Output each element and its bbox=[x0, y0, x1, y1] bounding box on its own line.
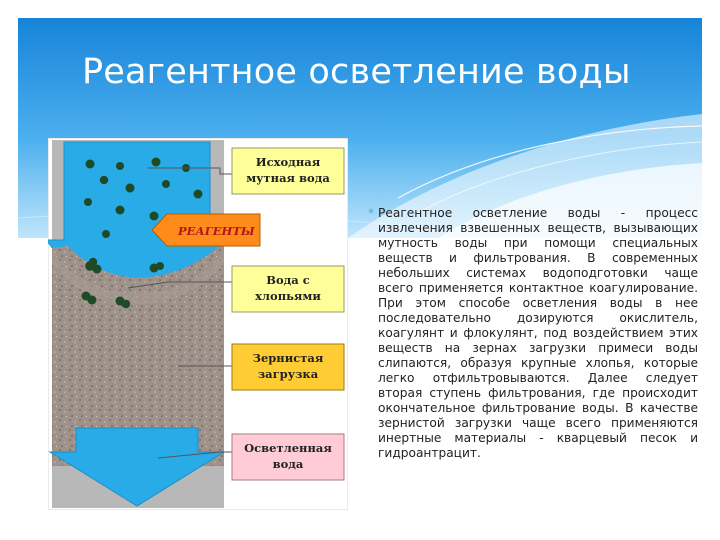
connector-lines bbox=[127, 167, 232, 459]
filtration-diagram: РЕАГЕНТЫ Исходная мутная вода Вода с хло… bbox=[48, 138, 348, 510]
slide-title: Реагентное осветление воды bbox=[82, 52, 631, 92]
svg-text:Вода с: Вода с bbox=[266, 273, 310, 287]
svg-text:Зернистая: Зернистая bbox=[253, 351, 324, 365]
label-floc-water: Вода с хлопьями bbox=[231, 265, 345, 313]
svg-text:хлопьями: хлопьями bbox=[255, 289, 321, 303]
flocs bbox=[81, 257, 164, 309]
svg-text:вода: вода bbox=[273, 457, 304, 471]
svg-text:Осветленная: Осветленная bbox=[244, 441, 332, 455]
label-source-water: Исходная мутная вода bbox=[231, 147, 345, 195]
svg-text:загрузка: загрузка bbox=[258, 367, 319, 381]
svg-text:мутная вода: мутная вода bbox=[246, 171, 330, 185]
reagents-label: РЕАГЕНТЫ bbox=[177, 224, 256, 238]
impurity-particles bbox=[84, 157, 203, 238]
label-granular-load: Зернистая загрузка bbox=[231, 343, 345, 391]
svg-text:Исходная: Исходная bbox=[256, 155, 321, 169]
bullet-paragraph: * Реагентное осветление воды - процесс и… bbox=[368, 206, 698, 461]
reagents-box: РЕАГЕНТЫ bbox=[151, 213, 261, 247]
bullet-text: Реагентное осветление воды - процесс изв… bbox=[378, 206, 698, 460]
bullet-marker: * bbox=[368, 206, 374, 220]
filtration-diagram-svg: РЕАГЕНТЫ Исходная мутная вода Вода с хло… bbox=[48, 138, 348, 510]
clarified-water-arrow bbox=[48, 427, 226, 507]
label-clarified-water: Осветленная вода bbox=[231, 433, 345, 481]
